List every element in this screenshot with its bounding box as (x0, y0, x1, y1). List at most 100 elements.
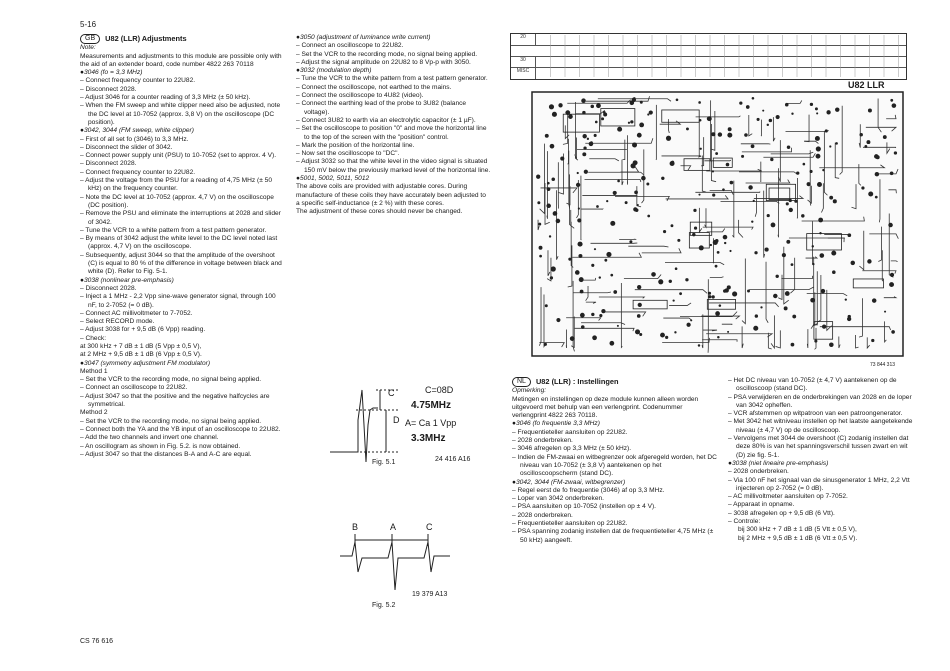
lang-badge-gb: GB (80, 34, 101, 45)
fig1-freq-high: 4.75MHz (411, 400, 452, 411)
section-title: 3032 (modulation depth) (296, 67, 491, 75)
note-text: Measurements and adjustments to this mod… (80, 52, 282, 68)
list-item: Frequentieteller aansluiten op 22U82. (512, 520, 717, 528)
section-title: 3047 (symmetry adjustment FM modulator) (80, 360, 285, 368)
english-column-2: 3050 (adjustment of luminance write curr… (296, 34, 491, 217)
list-item: Tune the VCR to a white pattern from a t… (80, 227, 285, 235)
section-list: Connect an oscilloscope to 22U82.Set the… (296, 42, 491, 67)
list-item: Het DC niveau van 10-7052 (± 4,7 V) aant… (728, 377, 918, 394)
english-sections-2: 3050 (adjustment of luminance write curr… (296, 34, 491, 217)
nl-section-3038-list: 2028 onderbreken.Via 100 nF het signaal … (728, 468, 918, 526)
dutch-column-1: NL U82 (LLR) : Instellingen Opmerking: M… (512, 377, 717, 545)
board-label: U82 LLR (848, 80, 885, 90)
fig1-c-value: C=08D (425, 385, 454, 395)
list-item: Remove the PSU and eliminate the interru… (80, 210, 285, 227)
list-item: PSA spanning zodanig instellen dat de fr… (512, 528, 717, 545)
section-list: Connect frequency counter to 22U82.Disco… (80, 77, 285, 127)
grid-column-lines (550, 35, 899, 77)
list-item: Controle: (728, 518, 918, 526)
check-line: bij 300 kHz + 7 dB ± 1 dB (5 Vtt ± 0,5 V… (738, 526, 857, 534)
list-item: Connect 3U82 to earth via an electrolyti… (296, 117, 491, 125)
nl-section-3042-list: Regel eerst de fo frequentie (3046) af o… (512, 487, 717, 545)
list-item: Disconnect 2028. (80, 160, 285, 168)
list-item: Tune the VCR to the white pattern from a… (296, 75, 491, 83)
list-item: 3038 afregelen op + 9,5 dB (6 Vtt). (728, 510, 918, 518)
list-item: VCR afstemmen op witpatroon van een patr… (728, 410, 918, 418)
section-title: 3050 (adjustment of luminance write curr… (296, 34, 491, 42)
list-item: Disconnect 2028. (80, 86, 285, 94)
check-line: at 300 kHz + 7 dB ± 1 dB (5 Vpp ± 0,5 V)… (80, 342, 202, 350)
section-list: Set the VCR to the recording mode, no si… (80, 376, 285, 409)
dutch-column-2: Het DC niveau van 10-7052 (± 4,7 V) aant… (728, 377, 918, 543)
list-item: PSA aansluiten op 10-7052 (instellen op … (512, 503, 717, 511)
pcb-layout-drawing (531, 91, 904, 357)
note-label: Note: (80, 44, 96, 52)
section-list: Disconnect 2028.Inject a 1 MHz - 2,2 Vpp… (80, 285, 285, 343)
waveform-5-2 (340, 541, 450, 591)
list-item: 2028 onderbreken. (728, 468, 918, 476)
method-label: Method 1 (80, 367, 108, 375)
check-line: at 2 MHz + 9,5 dB ± 1 dB (6 Vpp ± 0,5 V)… (80, 351, 202, 359)
figure-5-1 (330, 389, 398, 463)
footer-code: CS 76 616 (80, 638, 114, 645)
list-item: Disconnect 2028. (80, 285, 285, 293)
list-item: Apparaat in opname. (728, 501, 918, 509)
list-item: Connect AC millivoltmeter to 7-7052. (80, 310, 285, 318)
waveform-5-1 (330, 389, 378, 463)
list-item: Frequentieteller aansluiten op 22U82. (512, 429, 717, 437)
list-item: AC millivoltmeter aansluiten op 7-7052. (728, 493, 918, 501)
list-item: Set the VCR to the recording mode, no si… (80, 376, 285, 384)
nl-section-3038-title: 3038 (niet lineaire pre-emphasis) (728, 460, 918, 468)
section-title: 3042, 3044 (FM sweep, white clipper) (80, 127, 285, 135)
list-item: Inject a 1 MHz - 2,2 Vpp sine-wave gener… (80, 293, 285, 310)
lang-badge-nl: NL (512, 377, 531, 388)
list-item: Check: (80, 335, 285, 343)
fig1-code: 24 416 A16 (435, 456, 471, 463)
fig2-b-label: B (352, 522, 359, 532)
list-item: Connect power supply unit (PSU) to 10-70… (80, 152, 285, 160)
grid-row-30: 30 (511, 56, 906, 68)
fig1-d-label: D (393, 415, 400, 425)
section-list: First of all set fo (3046) to 3,3 MHz. Di… (80, 136, 285, 277)
list-item: Note the DC level at 10-7052 (approx. 4,… (80, 194, 285, 211)
section-title: 3038 (nonlinear pre-emphasis) (80, 277, 285, 285)
list-item: 3046 afregelen op 3,3 MHz (± 50 kHz). (512, 445, 717, 453)
list-item: Connect the earthing lead of the probe t… (296, 100, 491, 117)
fig1-caption: Fig. 5.1 (372, 459, 396, 466)
english-header: GB U82 (LLR) Adjustments (80, 34, 285, 45)
grid-row-misc: MISC (511, 67, 906, 79)
list-item: Connect both the YA and the YB input of … (80, 426, 285, 434)
list-item: PSA verwijderen en de onderbrekingen van… (728, 394, 918, 411)
list-item: Set the VCR to the recording mode, no si… (296, 51, 491, 59)
nl-section-3042-title: 3042, 3044 (FM-zwaai, witbegrenzer) (512, 479, 717, 487)
list-item: Set the oscilloscope to position "0" and… (296, 125, 491, 142)
list-item: Adjust 3032 so that the white level in t… (296, 158, 491, 175)
list-item: Connect the oscilloscope, not earthed to… (296, 84, 491, 92)
list-item: Loper van 3042 onderbreken. (512, 495, 717, 503)
fig1-c-label: C (388, 388, 395, 398)
list-item: Mark the position of the horizontal line… (296, 142, 491, 150)
list-item: Adjust 3047 so that the positive and the… (80, 393, 285, 410)
fig2-code: 19 379 A13 (412, 591, 448, 598)
list-item: Connect an oscilloscope to 22U82. (296, 42, 491, 50)
list-item: Adjust 3038 for + 9,5 dB (6 Vpp) reading… (80, 326, 285, 334)
list-item: 2028 onderbreken. (512, 437, 717, 445)
fig1-a-value: A= Ca 1 Vpp (405, 418, 457, 428)
dutch-header: NL U82 (LLR) : Instellingen (512, 377, 717, 388)
list-item: Regel eerst de fo frequentie (3046) af o… (512, 487, 717, 495)
list-item: An oscillogram as shown in Fig. 5.2. is … (80, 443, 285, 451)
list-item: Vervolgens met 3044 de overshoot (C) zod… (728, 435, 918, 460)
list-item: Indien de FM-zwaai en witbegrenzer ook a… (512, 454, 717, 479)
list-item: Add the two channels and invert one chan… (80, 434, 285, 442)
section-list: Set the VCR to the recording mode, no si… (80, 418, 285, 459)
list-item: Select RECORD mode. (80, 318, 285, 326)
nl-section-3046-list: Frequentieteller aansluiten op 22U82.202… (512, 429, 717, 479)
dutch-title: U82 (LLR) : Instellingen (535, 377, 619, 386)
list-item: Via 100 nF het signaal van de sinusgener… (728, 477, 918, 494)
component-location-grid: 20 30 MISC (510, 33, 907, 80)
list-item: Met 3042 het witniveau instellen op het … (728, 418, 918, 435)
grid-row-30-a (511, 45, 906, 57)
fig2-caption: Fig. 5.2 (372, 602, 396, 609)
list-item: First of all set fo (3046) to 3,3 MHz. (80, 136, 285, 144)
section-text: The adjustment of these cores should nev… (296, 208, 463, 216)
